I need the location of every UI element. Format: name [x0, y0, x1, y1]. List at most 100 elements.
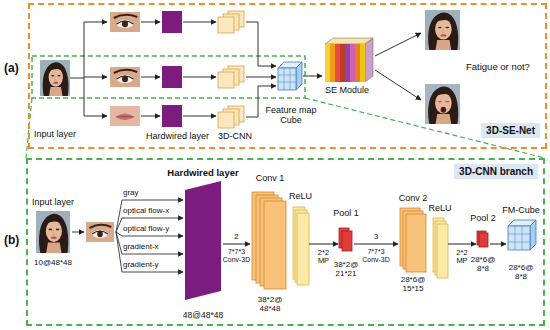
layer-name: Input layer — [32, 198, 74, 208]
layer-block: Conv 2 28*6@ 15*15 — [398, 194, 428, 294]
pool-stack — [477, 231, 488, 247]
arrow — [84, 116, 107, 117]
layer-name: Pool 1 — [333, 209, 359, 219]
layer-name: Conv 2 — [399, 194, 428, 204]
annotation-label: 2*2 MP — [450, 249, 474, 266]
channel-stripe — [355, 44, 360, 82]
region-title: 3D-SE-Net — [486, 125, 535, 136]
feature-cube — [508, 220, 536, 250]
annotation-label: (a) — [4, 62, 19, 75]
eye-crop — [110, 12, 140, 32]
arrow — [122, 200, 183, 201]
layer-block: ReLU — [292, 192, 309, 296]
annotation-label: Input layer — [34, 130, 76, 140]
connector-arrow — [309, 244, 338, 245]
input-face-photo — [36, 211, 70, 253]
arrow — [183, 22, 216, 23]
layer-block: Input layer10@48*48 — [34, 198, 72, 268]
arrow — [246, 22, 276, 66]
feature-slab — [218, 112, 234, 128]
cube-grid — [508, 226, 530, 250]
conv-stack — [400, 208, 426, 272]
arrow — [122, 272, 183, 273]
connector-arrow — [223, 244, 250, 245]
edge-label: 2 — [233, 233, 239, 242]
annotation-label: 7*7*3 Conv-3D — [222, 248, 252, 263]
feature-slab — [218, 17, 234, 33]
dimension-label: 48@48*48 — [183, 311, 223, 320]
arrow — [72, 232, 84, 233]
edge-label: 3 — [373, 233, 379, 242]
layer-block: FM-Cube28*6@ 8*8 — [506, 206, 536, 282]
cube-side — [530, 220, 536, 250]
arrow — [246, 86, 276, 117]
feature-slab — [264, 201, 286, 289]
annotation-label: gradient-x — [123, 243, 159, 252]
layer-block: Pool 228*6@ 8*8 — [476, 214, 490, 274]
region-title: 3D-CNN branch — [459, 166, 533, 177]
layer-block: Hardwired layer48@48*48 — [183, 168, 223, 320]
annotation-label: (b) — [4, 234, 19, 247]
arrow — [141, 116, 160, 117]
annotation-label: gray — [123, 189, 139, 198]
connector-arrow — [490, 244, 506, 245]
layer-name: ReLU — [289, 192, 312, 202]
layer-name: Conv 1 — [256, 174, 285, 184]
annotation-label: 7*7*3 Conv-3D — [361, 248, 391, 263]
feature-cube — [278, 62, 302, 90]
layer-name: Pool 2 — [470, 214, 496, 224]
layer-block: Conv 1 38*2@ 48*48 — [250, 174, 290, 314]
arrow — [84, 22, 107, 23]
dimension-label: 28*6@ 15*15 — [399, 276, 427, 294]
feature-slab — [479, 233, 488, 247]
conv-stack — [252, 192, 286, 289]
feature-slab — [297, 213, 309, 285]
arrow — [141, 22, 160, 23]
annotation-label: optical flow-x — [123, 207, 169, 216]
channel-stripe — [340, 44, 345, 82]
arrow — [84, 77, 107, 78]
input-face-photo — [40, 60, 70, 96]
hardwired-block — [162, 66, 182, 88]
branch-highlight-box — [32, 56, 305, 98]
annotation-label: optical flow-y — [123, 225, 169, 234]
title-tab: 3D-CNN branch — [454, 164, 538, 179]
cube-front — [508, 226, 530, 250]
channel-stripe — [350, 44, 355, 82]
eye-crop — [110, 67, 140, 87]
channel-stripe — [335, 44, 340, 82]
cube-front — [278, 68, 296, 90]
channel-stripe — [345, 44, 350, 82]
layer-name: FM-Cube — [502, 206, 540, 216]
arrow — [122, 236, 183, 237]
annotation-label: gradient-y — [123, 261, 159, 270]
dimension-label: 28*6@ 8*8 — [508, 264, 534, 282]
output-face-photo — [425, 10, 460, 50]
annotation-label: SE Module — [325, 86, 369, 96]
arrow — [183, 116, 216, 117]
relu-stack — [293, 207, 309, 285]
hardwired-block — [162, 105, 182, 127]
connector-arrow — [448, 244, 476, 245]
hardwired-plane — [185, 181, 221, 300]
channel-stripe — [360, 44, 365, 82]
arrow — [141, 77, 160, 78]
feature-slab — [342, 231, 352, 251]
dimension-label: 38*2@ 48*48 — [256, 296, 284, 314]
annotation-label: Feature map Cube — [262, 106, 320, 126]
dimension-label: 38*2@ 21*21 — [333, 261, 359, 279]
cube-grid — [278, 68, 296, 90]
layer-name: ReLU — [429, 204, 452, 214]
eye-crop — [86, 222, 114, 242]
arrow — [375, 33, 421, 56]
annotation-label: Hardwired layer — [146, 132, 209, 142]
se-module-tensor — [325, 38, 373, 82]
zoom-lines — [26, 98, 545, 158]
layer-block: Pool 138*2@ 21*21 — [338, 209, 354, 279]
tensor-side — [365, 38, 373, 82]
arrow — [122, 218, 183, 219]
arrow — [303, 76, 322, 77]
